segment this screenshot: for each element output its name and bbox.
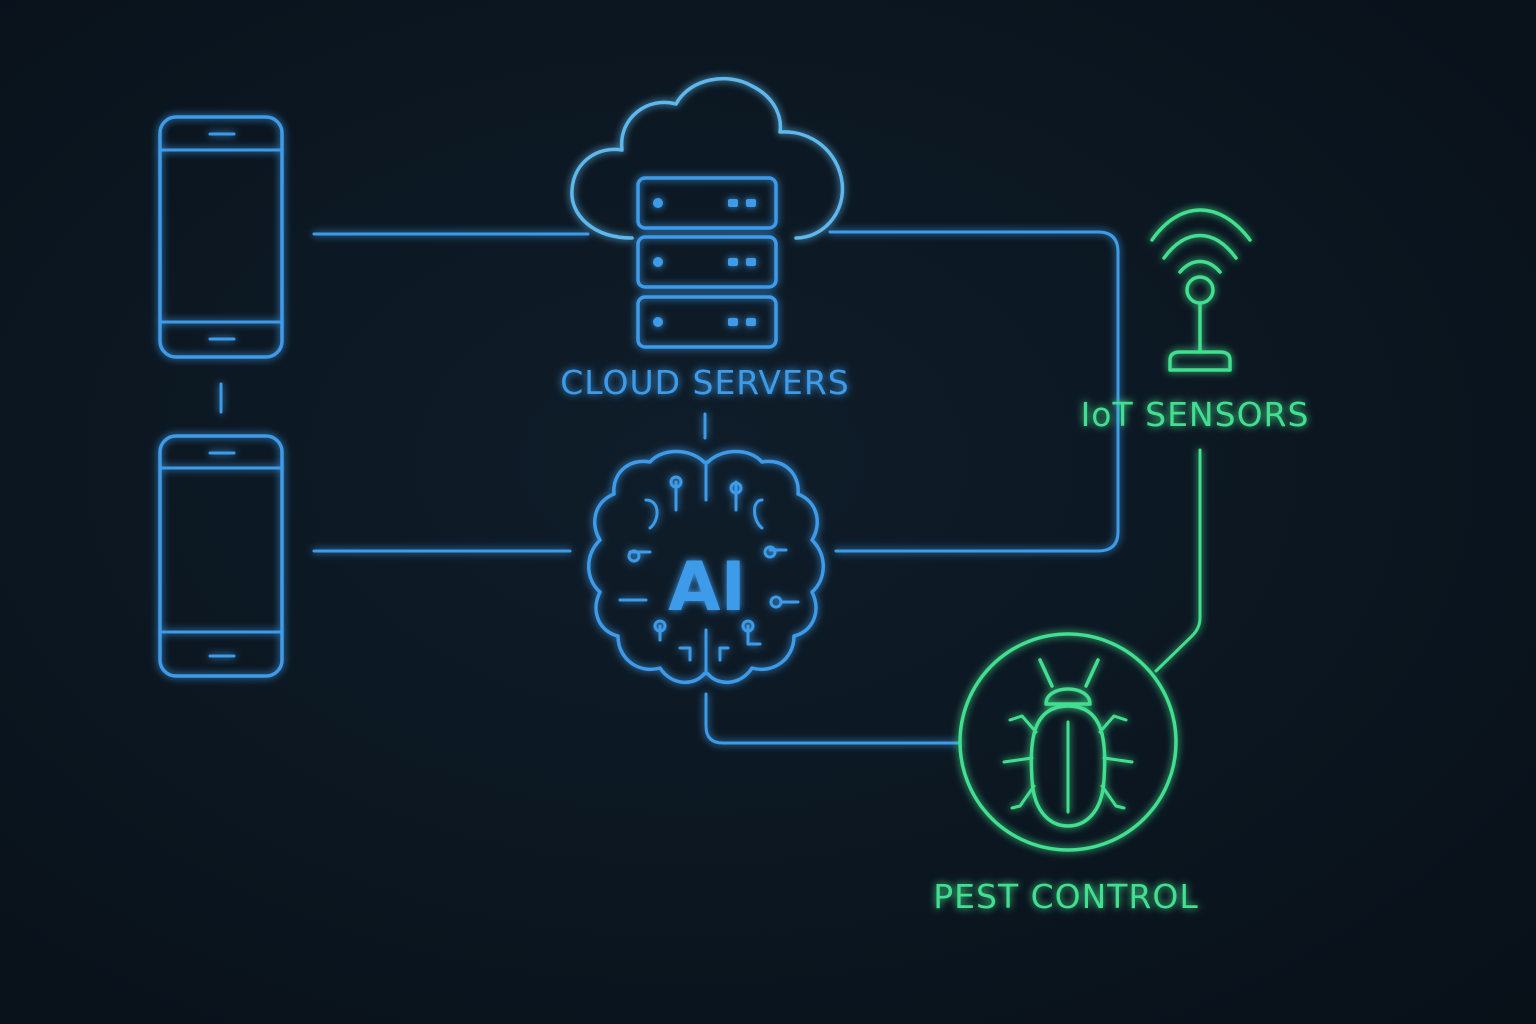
- smartphone-icon: [158, 434, 284, 678]
- antenna-icon: [1150, 208, 1252, 372]
- server-unit-3: [636, 295, 778, 349]
- connector-cloud-to-ai-right: [828, 230, 1120, 553]
- server-unit-1: [636, 176, 778, 230]
- iot-sensors-label: IoT SENSORS: [1081, 395, 1310, 434]
- pest-control-circle: [958, 632, 1178, 852]
- cloud-server-icon: [570, 77, 845, 349]
- ai-node: AI: [587, 449, 825, 684]
- connector-iot-to-pest: [1154, 448, 1202, 673]
- smartphone-bottom: [158, 434, 284, 678]
- cloud-servers-node: CLOUD SERVERS: [560, 77, 850, 402]
- connectors: [219, 230, 1120, 745]
- server-unit-2: [636, 235, 778, 289]
- connector-ai-to-pest: [704, 692, 962, 745]
- green-connectors: [1154, 448, 1202, 673]
- cloud-servers-label: CLOUD SERVERS: [560, 363, 850, 402]
- brain-icon: [587, 449, 825, 684]
- bug-icon: [1002, 658, 1134, 828]
- ai-label: AI: [668, 548, 746, 627]
- pest-control-label: PEST CONTROL: [933, 877, 1199, 916]
- pest-control-node: PEST CONTROL: [933, 632, 1199, 916]
- smartphone-icon: [158, 115, 284, 359]
- iot-sensors-node: IoT SENSORS: [1081, 208, 1310, 434]
- smartphone-top: [158, 115, 284, 359]
